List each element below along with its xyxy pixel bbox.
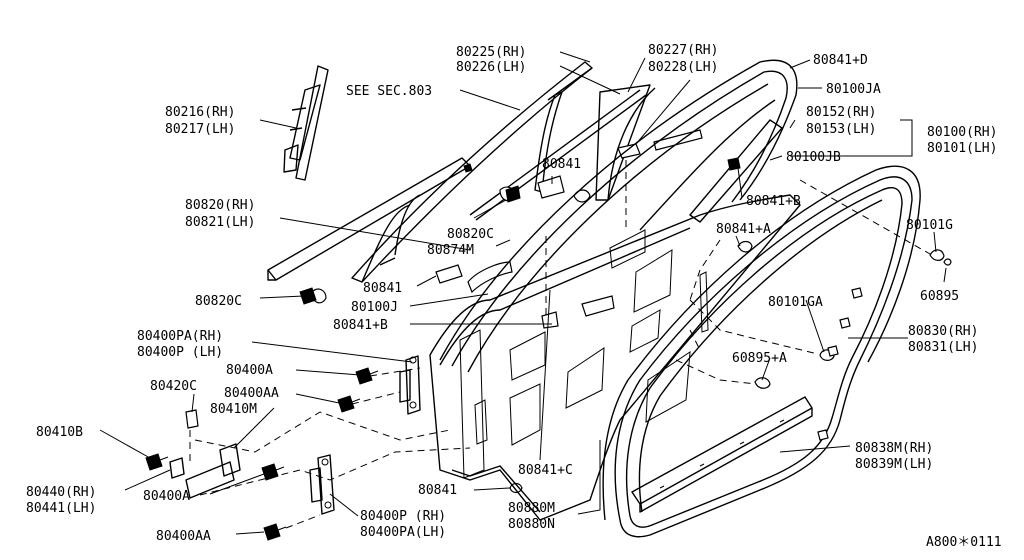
label-80152: 80152(RH) [806, 105, 876, 120]
window-sash-frame [351, 61, 656, 283]
label-80820c-1: 80820C [447, 227, 494, 242]
label-80441-lh: 80441(LH) [26, 501, 96, 516]
label-80841-b-1: 80841+B [746, 194, 801, 209]
label-80228: 80228(LH) [648, 60, 718, 75]
label-80838m: 80838M(RH) [855, 441, 933, 456]
upper-hinge-80400 [399, 355, 421, 415]
label-80420c: 80420C [150, 379, 197, 394]
check-link-80410m [169, 409, 241, 499]
label-80100jb: 80100JB [786, 150, 841, 165]
label-80841-top: 80841 [542, 157, 581, 172]
label-80226: 80226(LH) [456, 60, 526, 75]
label-80880m: 80880M [508, 501, 555, 516]
label-80410b: 80410B [36, 425, 83, 440]
label-80841-c: 80841+C [518, 463, 573, 478]
label-80839m: 80839M(LH) [855, 457, 933, 472]
leader-lines [99, 51, 947, 535]
door-inner-panel [429, 194, 801, 521]
label-80400p-rh: 80400P (RH) [360, 509, 446, 524]
label-80821-lh: 80821(LH) [185, 215, 255, 230]
label-80841-bottom: 80841 [418, 483, 457, 498]
part-labels: 80225(RH) 80226(LH) 80227(RH) 80228(LH) … [26, 43, 1002, 550]
label-see-sec-803: SEE SEC.803 [346, 84, 432, 99]
label-80101-lh: 80101(LH) [927, 141, 997, 156]
label-80216: 80216(RH) [165, 105, 235, 120]
label-80400a-2: 80400A [143, 489, 190, 504]
sash-bracket-80216 [283, 65, 329, 181]
label-80100-rh: 80100(RH) [927, 125, 997, 140]
label-60895-a: 60895+A [732, 351, 787, 366]
lower-molding-80838m [631, 396, 813, 513]
label-80400pa-lh: 80400PA(LH) [360, 525, 446, 540]
assembly-dash-lines [189, 160, 931, 529]
label-80400a-1: 80400A [226, 363, 273, 378]
label-80841-a: 80841+A [716, 222, 771, 237]
label-80440-rh: 80440(RH) [26, 485, 96, 500]
label-80410m: 80410M [210, 402, 257, 417]
label-80227: 80227(RH) [648, 43, 718, 58]
label-80830: 80830(RH) [908, 324, 978, 339]
label-80400aa-2: 80400AA [156, 529, 211, 544]
door-weatherstrip-80830 [602, 165, 921, 538]
label-80874m: 80874M [427, 243, 474, 258]
label-80400aa-1: 80400AA [224, 386, 279, 401]
label-80841-d: 80841+D [813, 53, 868, 68]
label-80153: 80153(LH) [806, 122, 876, 137]
label-80831: 80831(LH) [908, 340, 978, 355]
label-80100ja: 80100JA [826, 82, 881, 97]
belt-weatherstrip-80820 [267, 157, 471, 281]
label-80820-rh: 80820(RH) [185, 198, 255, 213]
label-80841-mid: 80841 [363, 281, 402, 296]
label-80100j: 80100J [351, 300, 398, 315]
label-80820c-2: 80820C [195, 294, 242, 309]
lower-hinge-80400p [309, 454, 335, 515]
label-80101ga: 80101GA [768, 295, 823, 310]
label-80225: 80225(RH) [456, 45, 526, 60]
label-80400p-lh: 80400P (LH) [137, 345, 223, 360]
label-80217: 80217(LH) [165, 122, 235, 137]
label-80101g: 80101G [906, 218, 953, 233]
label-60895: 60895 [920, 289, 959, 304]
clip-parts-top [311, 129, 952, 494]
label-80880n: 80880N [508, 517, 555, 532]
diagram-reference-code: A800＊0111 [926, 535, 1002, 550]
label-80400pa-rh: 80400PA(RH) [137, 329, 223, 344]
label-80841-b-2: 80841+B [333, 318, 388, 333]
door-sash-weatherstrip-80100 [439, 59, 798, 373]
